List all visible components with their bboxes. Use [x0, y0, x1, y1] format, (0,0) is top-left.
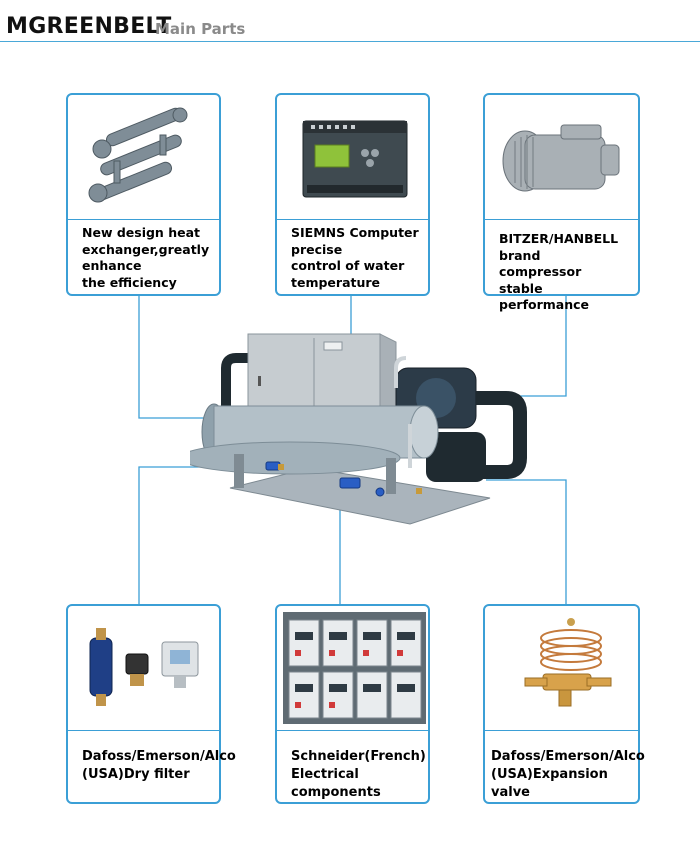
part-label: Dafoss/Emerson/Alco (USA)Expansion valve: [491, 749, 645, 800]
contactors-icon: [283, 612, 426, 724]
card-divider: [277, 730, 428, 731]
part-card-plc: SIEMNS Computer precise control of water…: [275, 93, 430, 296]
card-divider: [68, 730, 219, 731]
header: MGREENBELT Main Parts: [0, 0, 700, 44]
part-label: New design heat exchanger,greatly enhanc…: [82, 225, 210, 290]
expansion-valve-icon: [524, 618, 612, 707]
page-subtitle: Main Parts: [155, 20, 246, 38]
card-divider: [485, 730, 638, 731]
part-label: BITZER/HANBELL brand compressor stable p…: [499, 231, 619, 312]
part-label: Dafoss/Emerson/Alco (USA)Dry filter: [82, 749, 236, 782]
card-divider: [485, 219, 638, 220]
connector-expansion-valve: [486, 479, 567, 604]
part-label: SIEMNS Computer precise control of water…: [291, 225, 419, 290]
part-card-compressor: BITZER/HANBELL brand compressor stable p…: [483, 93, 640, 312]
part-label: Schneider(French) Electrical components: [291, 749, 426, 800]
header-rule: [0, 41, 700, 42]
dry-filter-icon: [89, 628, 199, 706]
part-card-dry-filter: Dafoss/Emerson/Alco (USA)Dry filter: [66, 604, 236, 804]
plc-controller-icon: [302, 120, 408, 198]
compressor-icon: [502, 124, 620, 192]
part-card-electrical: Schneider(French) Electrical components: [275, 604, 430, 804]
chiller-unit-image: [190, 333, 527, 525]
card-divider: [277, 219, 428, 220]
brand-name: MGREENBELT: [6, 14, 172, 39]
heat-exchanger-icon: [88, 107, 188, 203]
card-divider: [68, 219, 219, 220]
part-card-expansion-valve: Dafoss/Emerson/Alco (USA)Expansion valve: [483, 604, 645, 804]
connector-heat-exchanger: [138, 296, 230, 419]
part-card-heat-exchanger: New design heat exchanger,greatly enhanc…: [66, 93, 221, 296]
